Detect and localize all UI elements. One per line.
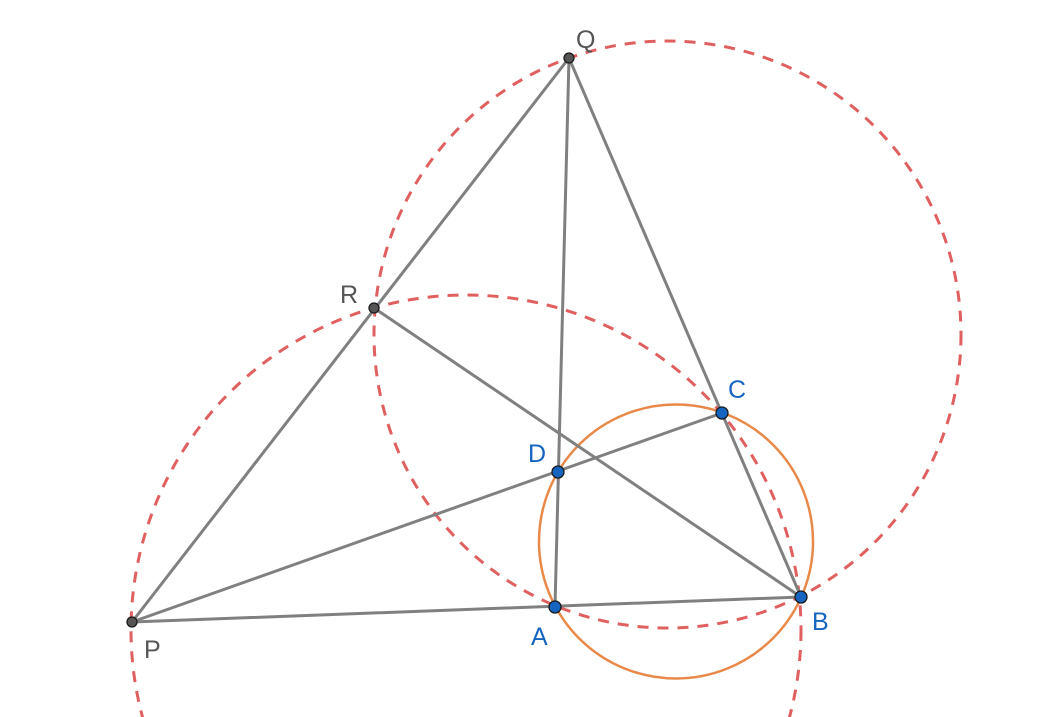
point-C[interactable]: [715, 406, 729, 420]
circle-through-Q-R-A-B[interactable]: [372, 39, 963, 630]
label-P: P: [144, 636, 161, 664]
segment-QA[interactable]: [553, 56, 571, 609]
segment-PB[interactable]: [130, 595, 803, 624]
segment-PQ[interactable]: [130, 56, 571, 624]
label-C: C: [728, 376, 746, 404]
segment-PC[interactable]: [130, 411, 724, 624]
label-A: A: [531, 623, 548, 651]
label-D: D: [528, 440, 546, 468]
circles-layer: [129, 39, 963, 717]
label-R: R: [340, 281, 358, 309]
point-D[interactable]: [551, 465, 565, 479]
circle-through-A-B-C-D[interactable]: [537, 403, 815, 680]
circle-through-P-R-C-B[interactable]: [129, 293, 803, 717]
point-Q[interactable]: [563, 52, 575, 64]
label-B: B: [812, 608, 829, 636]
point-B[interactable]: [794, 590, 808, 604]
point-R[interactable]: [368, 302, 380, 314]
points-layer: [126, 52, 808, 628]
labels-layer: Q R P A B C D: [144, 26, 829, 664]
point-P[interactable]: [126, 616, 138, 628]
point-A[interactable]: [548, 600, 562, 614]
label-Q: Q: [576, 26, 595, 54]
segment-QB[interactable]: [567, 56, 803, 599]
segments-layer: [130, 56, 803, 624]
segment-RB[interactable]: [372, 306, 803, 599]
